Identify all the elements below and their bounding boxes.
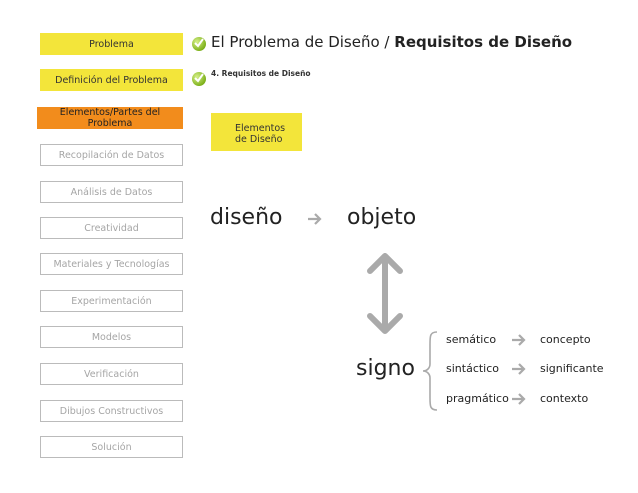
nav-item-modelos[interactable]: Modelos xyxy=(40,326,183,348)
sintactico-label: sintáctico xyxy=(446,362,500,375)
pragmatico-label: pragmático xyxy=(446,392,509,405)
nav-item-elementos[interactable]: Elementos/Partes del Problema xyxy=(37,107,183,129)
concepto-label: concepto xyxy=(540,333,591,346)
nav-item-solucion[interactable]: Solución xyxy=(40,436,183,458)
brace-icon xyxy=(422,331,438,411)
nav-item-recopilacion[interactable]: Recopilación de Datos xyxy=(40,144,183,166)
contexto-label: contexto xyxy=(540,392,589,405)
nav-item-definicion[interactable]: Definición del Problema xyxy=(40,69,183,91)
page-title: El Problema de Diseño / Requisitos de Di… xyxy=(211,33,573,51)
nav-item-problema[interactable]: Problema xyxy=(40,33,183,55)
page-subtitle: 4. Requisitos de Diseño xyxy=(211,69,311,78)
arrow-right-icon xyxy=(512,334,526,346)
nav-item-creatividad[interactable]: Creatividad xyxy=(40,217,183,239)
arrow-right-icon xyxy=(308,213,322,225)
arrow-right-icon xyxy=(512,363,526,375)
elements-tag: Elementos de Diseño xyxy=(211,113,302,151)
check-icon xyxy=(192,37,206,51)
nav-item-verificacion[interactable]: Verificación xyxy=(40,363,183,385)
nav-item-dibujos[interactable]: Dibujos Constructivos xyxy=(40,400,183,422)
significante-label: significante xyxy=(540,362,604,375)
nav-item-analisis[interactable]: Análisis de Datos xyxy=(40,181,183,203)
nav-item-materiales[interactable]: Materiales y Tecnologías xyxy=(40,253,183,275)
check-icon xyxy=(192,72,206,86)
semantico-label: semático xyxy=(446,333,497,346)
nav-item-experimentacion[interactable]: Experimentación xyxy=(40,290,183,312)
arrow-right-icon xyxy=(512,393,526,405)
diseno-label: diseño xyxy=(210,205,283,230)
signo-label: signo xyxy=(356,356,415,381)
objeto-label: objeto xyxy=(347,205,417,230)
double-arrow-icon xyxy=(367,253,403,334)
